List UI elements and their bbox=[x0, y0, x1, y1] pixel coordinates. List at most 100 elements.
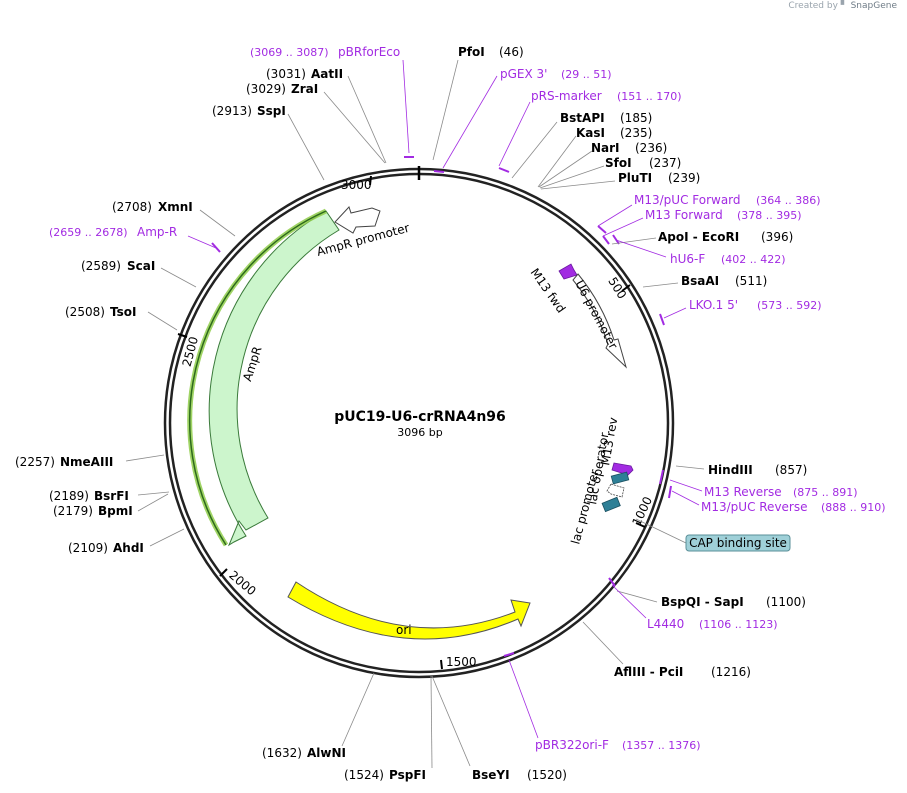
leader-nmeaiii bbox=[125, 454, 165, 462]
enzyme-name-pluti[interactable]: PluTI bbox=[618, 171, 652, 185]
primer-name-pbr322ori-f[interactable]: pBR322ori-F bbox=[535, 738, 609, 752]
leader-m13-forward bbox=[602, 217, 644, 237]
credit-text: Created by bbox=[788, 1, 838, 11]
snapgene-logo-icon: ▘ bbox=[840, 1, 848, 11]
ampr-highlight bbox=[187, 208, 328, 547]
snapgene-credit: Created by ▘ SnapGene bbox=[788, 1, 897, 11]
enzyme-name-bspqi-sapi[interactable]: BspQI - SapI bbox=[661, 595, 744, 609]
leader-prs-marker bbox=[498, 101, 531, 167]
enzyme-name-scai[interactable]: ScaI bbox=[127, 259, 155, 273]
primer-name-m13puc-forward[interactable]: M13/pUC Forward bbox=[634, 193, 741, 207]
tick-label-500: 500 bbox=[605, 275, 629, 302]
m13-fwd-feature[interactable] bbox=[558, 263, 578, 280]
primer-bar-m13puc-forward bbox=[597, 225, 607, 234]
primer-name-pbrforeco[interactable]: pBRforEco bbox=[338, 45, 400, 59]
lac-promoter-feature[interactable] bbox=[606, 483, 625, 498]
ampr-promoter-feature[interactable] bbox=[334, 206, 381, 234]
enzyme-name-alwni[interactable]: AlwNI bbox=[307, 746, 346, 760]
leader-bseyi bbox=[431, 675, 471, 767]
enzyme-pos-hindiii: (857) bbox=[775, 463, 807, 477]
ampr-feature[interactable] bbox=[208, 210, 340, 547]
leader-bstapi bbox=[511, 121, 558, 179]
leader-tsoi bbox=[147, 311, 178, 331]
enzyme-pos-pluti: (239) bbox=[668, 171, 700, 185]
snapgene-name: SnapGene bbox=[850, 1, 897, 11]
primer-name-amp-r[interactable]: Amp-R bbox=[137, 225, 177, 239]
leader-aatii bbox=[347, 75, 387, 164]
primer-bar-ampr bbox=[211, 242, 221, 253]
enzyme-pos-scai: (2589) bbox=[81, 259, 121, 273]
primer-range-pgex3: (29 .. 51) bbox=[561, 68, 612, 81]
enzyme-pos-tsoi: (2508) bbox=[65, 305, 105, 319]
enzyme-pos-bsaai: (511) bbox=[735, 274, 767, 288]
primer-name-l4440[interactable]: L4440 bbox=[647, 617, 684, 631]
leader-bsrfi bbox=[137, 491, 170, 496]
leader-bspqi-sapi bbox=[616, 590, 658, 603]
enzyme-name-xmni[interactable]: XmnI bbox=[158, 200, 193, 214]
tick-mark-2500 bbox=[177, 333, 188, 338]
primer-name-hu6f[interactable]: hU6-F bbox=[670, 252, 705, 266]
enzyme-name-sfoi[interactable]: SfoI bbox=[605, 156, 632, 170]
enzyme-name-kasi[interactable]: KasI bbox=[576, 126, 605, 140]
primer-bar-m13-reverse bbox=[659, 469, 664, 485]
cap-site-feature[interactable] bbox=[601, 496, 621, 513]
primer-name-m13puc-reverse[interactable]: M13/pUC Reverse bbox=[701, 500, 808, 514]
cap-binding-site-box[interactable] bbox=[685, 534, 791, 552]
primer-name-lko1[interactable]: LKO.1 5' bbox=[689, 298, 738, 312]
primer-name-m13-reverse[interactable]: M13 Reverse bbox=[704, 485, 782, 499]
ori-feature[interactable] bbox=[287, 581, 531, 640]
enzyme-pos-alwni: (1632) bbox=[262, 746, 302, 760]
leader-pbrforeco bbox=[402, 59, 410, 154]
enzyme-name-bsrfi[interactable]: BsrFI bbox=[94, 489, 129, 503]
leader-hindiii bbox=[675, 465, 705, 470]
enzyme-name-apoi-ecori[interactable]: ApoI - EcoRI bbox=[658, 230, 739, 244]
enzyme-name-afliii-pcii[interactable]: AflIII - PciI bbox=[614, 665, 683, 679]
primer-bar-l4440 bbox=[608, 577, 616, 587]
enzyme-pos-apoi-ecori: (396) bbox=[761, 230, 793, 244]
enzyme-name-pspfi[interactable]: PspFI bbox=[389, 768, 426, 782]
leader-sspi bbox=[287, 113, 325, 181]
enzyme-pos-aatii: (3031) bbox=[266, 67, 306, 81]
primer-range-prs-marker: (151 .. 170) bbox=[617, 90, 682, 103]
leader-bpmi bbox=[137, 493, 169, 512]
tick-mark-1500 bbox=[440, 659, 443, 670]
enzyme-name-zrai[interactable]: ZraI bbox=[291, 82, 318, 96]
leader-zrai bbox=[323, 91, 386, 164]
leader-pfoi bbox=[432, 59, 459, 161]
enzyme-name-hindiii[interactable]: HindIII bbox=[708, 463, 753, 477]
enzyme-name-ahdi[interactable]: AhdI bbox=[113, 541, 144, 555]
lac-operator-feature[interactable] bbox=[610, 471, 630, 485]
enzyme-name-pfoi[interactable]: PfoI bbox=[458, 45, 485, 59]
leader-pgex3 bbox=[442, 75, 498, 169]
enzyme-name-nmeaiii[interactable]: NmeAIII bbox=[60, 455, 113, 469]
primer-bar-m13puc-reverse bbox=[668, 485, 672, 499]
primer-bar-pgex3 bbox=[433, 170, 445, 173]
primer-name-prs-marker[interactable]: pRS-marker bbox=[531, 89, 602, 103]
primer-name-pgex3[interactable]: pGEX 3' bbox=[500, 67, 547, 81]
tick-mark-500 bbox=[621, 284, 631, 292]
primer-name-m13-forward[interactable]: M13 Forward bbox=[645, 208, 723, 222]
primer-range-hu6f: (402 .. 422) bbox=[721, 253, 786, 266]
enzyme-name-sspi[interactable]: SspI bbox=[257, 104, 286, 118]
enzyme-name-bsaai[interactable]: BsaAI bbox=[681, 274, 719, 288]
enzyme-name-bpmi[interactable]: BpmI bbox=[98, 504, 133, 518]
enzyme-pos-bsrfi: (2189) bbox=[49, 489, 89, 503]
leader-alwni bbox=[341, 672, 375, 747]
enzyme-name-tsoi[interactable]: TsoI bbox=[110, 305, 136, 319]
enzyme-pos-kasi: (235) bbox=[620, 126, 652, 140]
leader-hu6f bbox=[615, 239, 667, 258]
leader-pspfi bbox=[430, 675, 433, 769]
enzyme-name-bstapi[interactable]: BstAPI bbox=[560, 111, 605, 125]
tick-mark-3000 bbox=[369, 175, 372, 186]
enzyme-name-nari[interactable]: NarI bbox=[591, 141, 620, 155]
enzyme-name-aatii[interactable]: AatII bbox=[311, 67, 343, 81]
tick-label-3000: 3000 bbox=[341, 178, 372, 192]
leader-l4440 bbox=[611, 584, 647, 619]
enzyme-name-bseyi[interactable]: BseYI bbox=[472, 768, 510, 782]
cap-binding-site-label: CAP binding site bbox=[689, 536, 787, 550]
m13-rev-feature[interactable] bbox=[611, 462, 634, 476]
primer-bar-pbr322ori bbox=[503, 652, 515, 657]
u6-promoter-feature[interactable] bbox=[572, 273, 627, 369]
leader-m13puc-forward bbox=[597, 204, 633, 227]
enzyme-pos-afliii-pcii: (1216) bbox=[711, 665, 751, 679]
